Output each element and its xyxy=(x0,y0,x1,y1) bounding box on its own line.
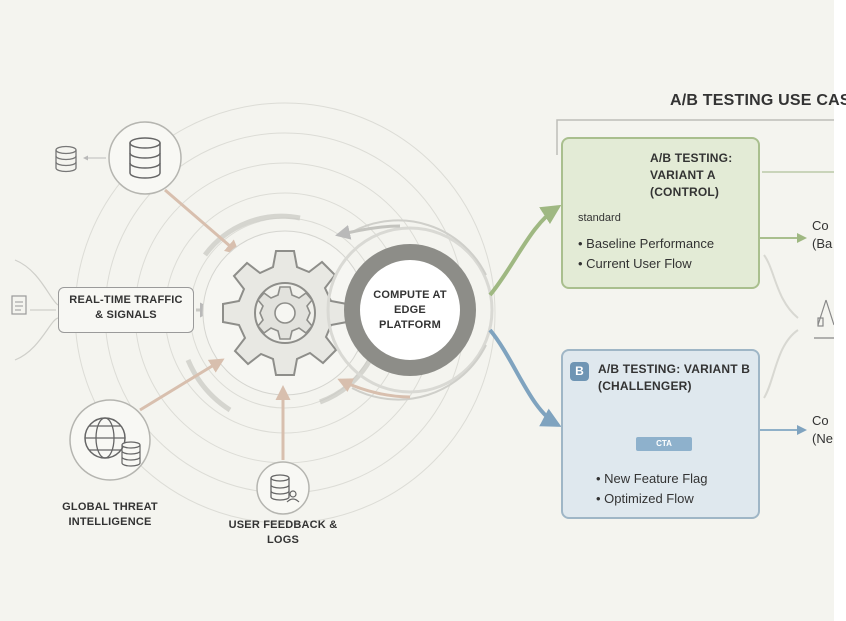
variant-a-title: A/B TESTING: VARIANT A (CONTROL) xyxy=(650,151,733,199)
variant-a-bullet-2-text: Current User Flow xyxy=(586,256,692,271)
output-b-line-1: Co xyxy=(812,413,829,428)
title-bracket xyxy=(556,119,846,155)
variant-a-card xyxy=(561,137,760,289)
right-edge xyxy=(834,0,846,621)
arrow-to-variant-b xyxy=(488,328,562,427)
arrow-db-to-gear xyxy=(164,188,241,255)
bullet-dot: • xyxy=(596,491,605,506)
globe-icon xyxy=(69,399,151,481)
arrow-to-variant-a xyxy=(488,204,562,297)
small-database-icon xyxy=(55,145,77,173)
cta-button-graphic: CTA xyxy=(636,437,692,451)
gear-icon xyxy=(202,230,368,396)
variant-b-card xyxy=(561,349,760,519)
database-user-icon xyxy=(256,461,310,515)
section-title: A/B TESTING USE CAS xyxy=(670,92,846,109)
incoming-lines xyxy=(14,259,59,361)
output-a-line-2: (Ba xyxy=(812,236,833,251)
variant-a-bullet-1: • Baseline Performance xyxy=(578,234,714,254)
variant-b-bullet-1: • New Feature Flag xyxy=(596,469,708,489)
variant-b-bullet-2: • Optimized Flow xyxy=(596,489,694,509)
variant-b-title: A/B TESTING: VARIANT B (CHALLENGER) xyxy=(598,362,751,393)
variant-b-bullet-2-text: Optimized Flow xyxy=(604,491,694,506)
threat-label: GLOBAL THREAT INTELLIGENCE xyxy=(62,501,158,528)
document-icon xyxy=(11,295,27,315)
variant-a-bullet-1-text: Baseline Performance xyxy=(586,236,715,251)
bullet-dot: • xyxy=(578,256,587,271)
right-connectors xyxy=(760,171,846,435)
feedback-label: USER FEEDBACK & LOGS xyxy=(228,519,338,546)
variant-a-bullet-2: • Current User Flow xyxy=(578,254,692,274)
traffic-label: REAL-TIME TRAFFIC & SIGNALS xyxy=(69,294,183,321)
compute-platform-ring xyxy=(326,219,494,401)
arrow-ring-top xyxy=(335,224,401,240)
output-b-line-2: (Ne xyxy=(812,431,833,446)
variant-b-bullet-1-text: New Feature Flag xyxy=(604,471,708,486)
variant-a-tag: standard xyxy=(578,212,621,224)
traffic-box xyxy=(58,287,194,333)
arrow-ring-bottom xyxy=(337,378,411,399)
arrow-globe-to-gear xyxy=(139,358,225,412)
variant-b-badge: B xyxy=(570,362,589,381)
bullet-dot: • xyxy=(578,236,587,251)
bullet-dot: • xyxy=(596,471,605,486)
database-icon xyxy=(108,121,182,195)
output-a-line-1: Co xyxy=(812,218,829,233)
compute-platform-label: COMPUTE AT EDGE PLATFORM xyxy=(373,289,447,331)
